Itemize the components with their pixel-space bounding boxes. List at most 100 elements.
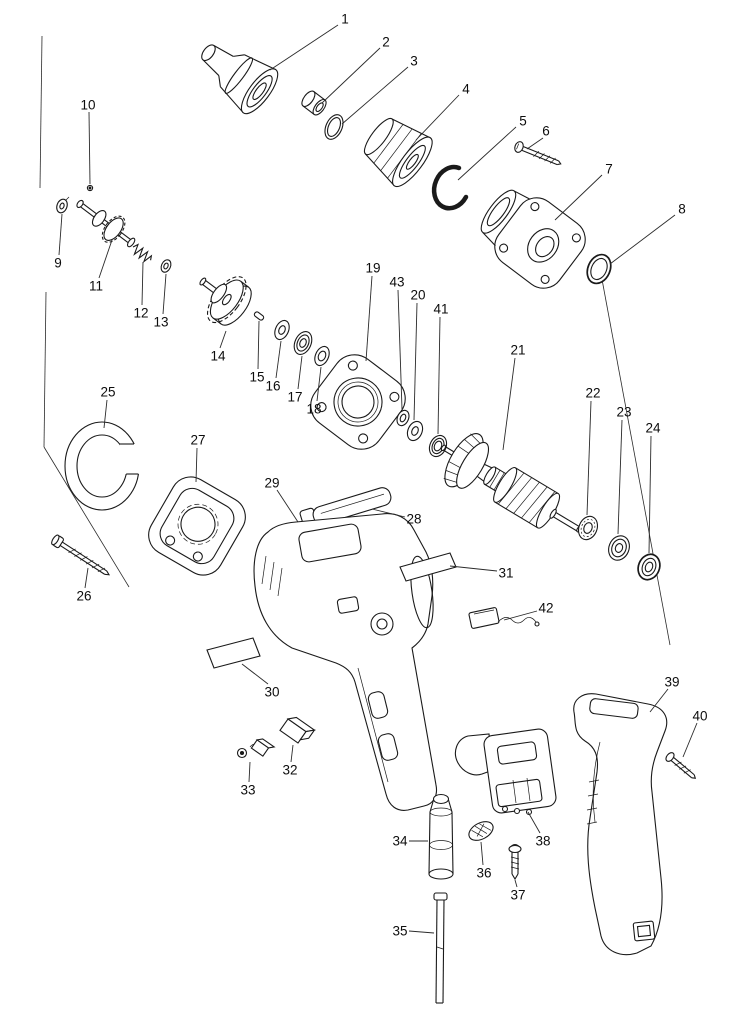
callout-number-26: 26 (76, 589, 91, 604)
callout-number-38: 38 (535, 834, 550, 849)
part-bearing-17 (293, 331, 313, 355)
part-spindle-gear (76, 199, 136, 248)
callout-number-16: 16 (265, 379, 280, 394)
callout-number-11: 11 (89, 279, 103, 294)
assembly-group-line (600, 273, 671, 646)
callout-number-6: 6 (542, 124, 550, 139)
leader-line-13 (162, 273, 167, 315)
callout-number-1: 1 (341, 12, 349, 27)
callout-number-8: 8 (678, 202, 686, 217)
callout-number-33: 33 (240, 783, 255, 798)
part-washer-43 (396, 409, 410, 427)
part-bearing-23 (608, 535, 630, 561)
part-nameplate (206, 637, 261, 669)
callout-number-32: 32 (282, 763, 297, 778)
part-field-stator (148, 476, 246, 576)
callout-number-10: 10 (80, 98, 95, 113)
part-washer-18 (314, 345, 330, 367)
leader-line-3 (341, 66, 409, 125)
callout-number-34: 34 (392, 834, 408, 849)
leader-line-30 (241, 663, 269, 685)
part-screw-40 (665, 752, 697, 779)
callout-number-39: 39 (664, 675, 679, 690)
callout-number-3: 3 (410, 54, 418, 69)
callout-number-25: 25 (100, 385, 115, 400)
leader-line-17 (297, 355, 303, 390)
leader-line-11 (98, 239, 113, 279)
assembly-group-lines-layer (39, 35, 671, 646)
callout-number-37: 37 (510, 888, 525, 903)
part-brush-holder-cap (279, 716, 316, 744)
part-clip-9 (56, 196, 70, 214)
part-retaining-c-ring (431, 164, 469, 211)
part-o-ring-8 (586, 253, 612, 285)
part-nut-13 (160, 259, 172, 273)
leader-line-14 (219, 330, 227, 349)
part-rod (433, 892, 448, 1004)
callout-number-17: 17 (287, 390, 302, 405)
leader-line-1 (269, 24, 339, 71)
leader-line-22 (586, 400, 592, 516)
part-terminal-42 (468, 607, 540, 629)
part-rear-handle (573, 693, 668, 956)
callout-number-43: 43 (389, 275, 404, 290)
leader-line-18 (316, 366, 322, 402)
callout-number-22: 22 (585, 386, 600, 401)
part-clutch-housing (363, 117, 433, 188)
leader-line-37 (514, 879, 518, 888)
callout-number-31: 31 (498, 566, 513, 581)
leader-line-16 (275, 340, 282, 379)
leader-line-23 (617, 419, 623, 535)
callout-number-12: 12 (133, 306, 148, 321)
callout-number-2: 2 (382, 35, 390, 50)
leader-line-43 (397, 289, 403, 410)
leader-line-38 (527, 811, 541, 834)
part-screw-37 (508, 843, 522, 881)
callout-number-42: 42 (538, 601, 553, 616)
part-chuck (201, 44, 279, 115)
leader-line-25 (103, 399, 108, 429)
part-grip-boot (428, 793, 454, 880)
leader-line-24 (648, 435, 652, 554)
part-screw-26 (51, 534, 111, 576)
callout-number-18: 18 (306, 402, 321, 417)
part-switch (454, 728, 557, 816)
leader-line-36 (480, 841, 484, 866)
leader-line-42 (503, 610, 538, 621)
part-bearing-22 (577, 515, 599, 541)
part-washer-16 (274, 319, 290, 341)
leader-line-10 (88, 111, 91, 185)
part-pin-15 (253, 311, 265, 321)
leader-line-20 (413, 302, 418, 421)
leader-line-27 (195, 447, 198, 483)
leader-line-2 (321, 47, 381, 104)
callout-number-4: 4 (462, 82, 470, 97)
callout-number-14: 14 (210, 349, 226, 364)
callout-number-20: 20 (410, 288, 425, 303)
leader-line-26 (84, 567, 89, 589)
leader-line-9 (58, 213, 63, 256)
callout-number-24: 24 (645, 421, 661, 436)
assembly-group-line (43, 291, 47, 448)
leader-line-12 (141, 261, 144, 306)
leader-line-28 (371, 508, 406, 518)
callout-number-29: 29 (264, 476, 279, 491)
part-pin-10 (86, 184, 94, 192)
callout-number-28: 28 (406, 512, 421, 527)
part-sleeve (301, 90, 327, 116)
leader-line-8 (609, 214, 676, 265)
callout-number-41: 41 (433, 302, 448, 317)
leader-line-40 (682, 722, 698, 758)
assembly-group-line (39, 35, 43, 189)
part-ring-cover (64, 421, 152, 511)
callout-number-27: 27 (190, 433, 205, 448)
callout-number-9: 9 (54, 256, 62, 271)
part-o-ring-3 (324, 114, 344, 140)
leader-line-39 (649, 688, 669, 713)
parts-layer (51, 44, 697, 1004)
part-bearing-20 (406, 420, 424, 442)
callout-number-5: 5 (519, 114, 527, 129)
part-armature (440, 433, 582, 533)
part-carbon-brush (236, 738, 276, 759)
